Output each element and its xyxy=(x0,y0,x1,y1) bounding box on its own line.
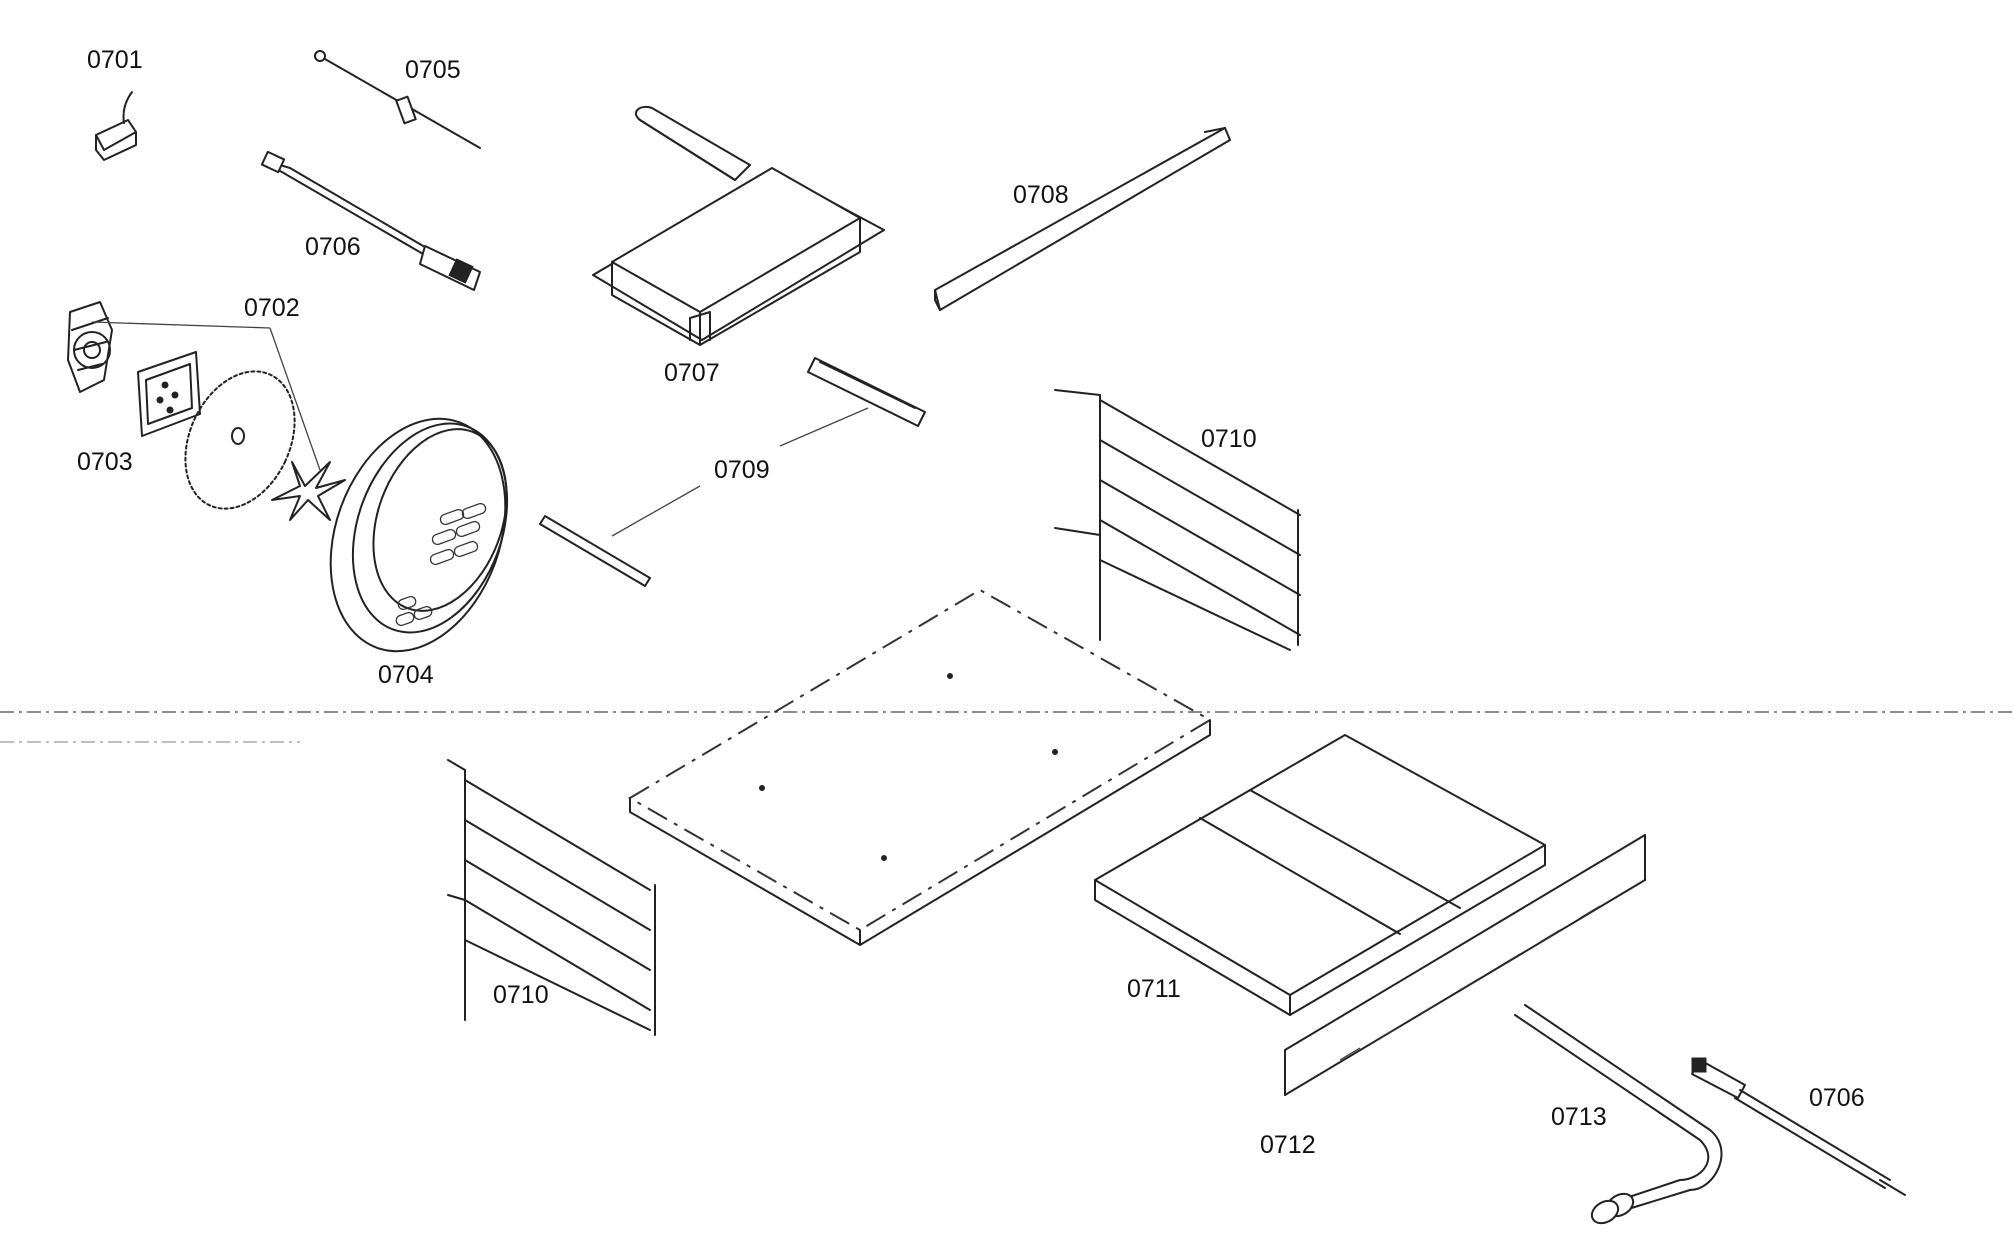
leader-0709-b xyxy=(611,485,701,537)
leader-0702-a xyxy=(91,321,271,329)
part-0710-left-rack[interactable] xyxy=(447,759,656,1036)
part-0703-mounting-plate[interactable] xyxy=(137,351,201,437)
part-0701-sensor[interactable] xyxy=(95,91,137,161)
label-0712: 0712 xyxy=(1260,1131,1316,1159)
part-0710-right-rack[interactable] xyxy=(1054,389,1301,651)
part-0706-top-lead[interactable] xyxy=(260,150,481,291)
leader-0702-b xyxy=(269,327,321,471)
label-0707: 0707 xyxy=(664,359,720,387)
part-0705-probe[interactable] xyxy=(314,50,481,149)
label-0709: 0709 xyxy=(714,456,770,484)
part-0708-rail[interactable] xyxy=(934,127,1231,311)
part-0712-rear-panel[interactable] xyxy=(1284,834,1646,1096)
label-0706-top: 0706 xyxy=(305,233,361,261)
leader-0709-a xyxy=(779,407,869,447)
part-0706-bottom-lead[interactable] xyxy=(1691,1057,1906,1196)
part-0709-strip-upper[interactable] xyxy=(807,357,926,427)
part-0713-heating-tube[interactable] xyxy=(1514,1004,1723,1228)
label-0704: 0704 xyxy=(378,661,434,689)
label-0708: 0708 xyxy=(1013,181,1069,209)
label-0702: 0702 xyxy=(244,294,300,322)
part-0702-fan-disc[interactable] xyxy=(164,354,315,527)
label-0711: 0711 xyxy=(1127,975,1181,1003)
label-0706-bottom: 0706 xyxy=(1809,1084,1865,1112)
label-0713: 0713 xyxy=(1551,1103,1607,1131)
label-0710-left: 0710 xyxy=(493,981,549,1009)
label-0710-right: 0710 xyxy=(1201,425,1257,453)
part-bottom-pan[interactable] xyxy=(628,588,1212,946)
label-0701: 0701 xyxy=(87,46,143,74)
part-0707-heating-box[interactable] xyxy=(592,106,885,346)
part-0709-strip-lower[interactable] xyxy=(539,515,651,587)
part-0704-fan-cover[interactable] xyxy=(300,394,536,676)
label-0703: 0703 xyxy=(77,448,133,476)
part-0702-fan-blade[interactable] xyxy=(271,461,346,521)
part-0711-bottom-box[interactable] xyxy=(1094,734,1546,1016)
part-0703-fan-motor[interactable] xyxy=(67,301,113,393)
label-0705: 0705 xyxy=(405,56,461,84)
